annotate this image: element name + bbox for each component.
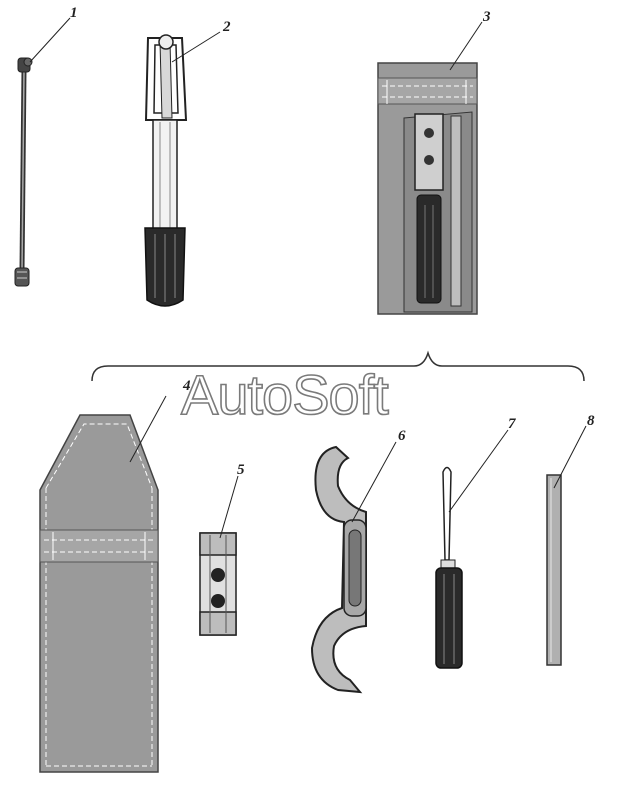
leader-lines (29, 17, 587, 539)
item-8-pin (546, 474, 562, 666)
callout-5: 5 (237, 462, 245, 478)
callout-8: 8 (587, 413, 595, 429)
item-1-rod-tool (14, 57, 33, 287)
callout-3: 3 (482, 9, 491, 25)
callout-7: 7 (508, 416, 516, 432)
callout-6: 6 (398, 428, 406, 444)
item-7-screwdriver (435, 466, 463, 669)
item-3-packed-pouch (377, 62, 478, 315)
callout-4: 4 (182, 378, 191, 394)
item-6-hook-spanner (310, 445, 367, 694)
callout-1: 1 (70, 5, 78, 21)
callout-2: 2 (222, 19, 231, 35)
grouping-brace (91, 350, 585, 382)
watermark: AutoSoft (180, 362, 389, 427)
item-2-wrench (144, 34, 188, 307)
item-5-box-spanner (199, 532, 237, 636)
item-4-pouch (39, 414, 159, 773)
